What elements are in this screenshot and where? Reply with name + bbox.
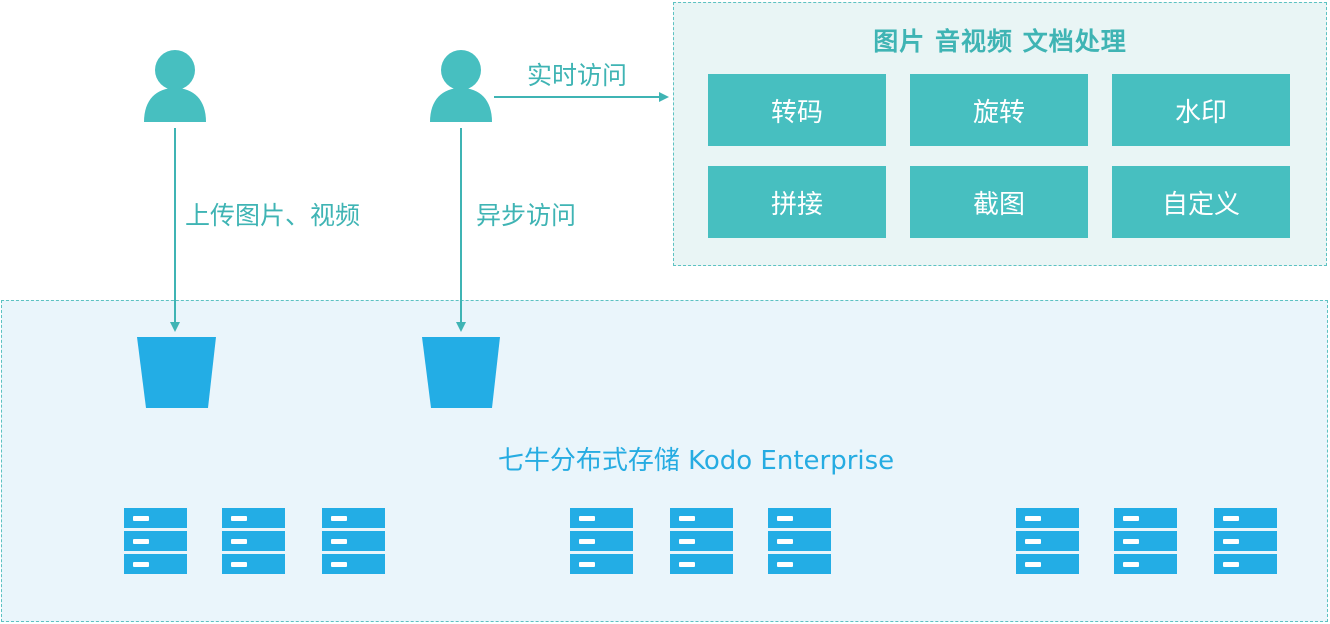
- server-icon: [322, 508, 385, 577]
- server-unit: [1016, 554, 1079, 574]
- server-unit: [222, 554, 285, 574]
- server-slot: [679, 539, 695, 544]
- server-unit: [768, 508, 831, 528]
- server-slot: [777, 539, 793, 544]
- server-unit: [222, 508, 285, 528]
- server-slot: [579, 539, 595, 544]
- server-unit: [322, 554, 385, 574]
- upload-label: 上传图片、视频: [185, 201, 361, 230]
- server-slot: [1025, 562, 1041, 567]
- op-stitch: 拼接: [708, 166, 886, 238]
- server-slot: [1123, 516, 1139, 521]
- user-icon: [430, 50, 492, 122]
- server-slot: [231, 516, 247, 521]
- bucket-icon: [422, 337, 500, 408]
- server-icon: [124, 508, 187, 577]
- processing-title: 图片 音视频 文档处理: [873, 27, 1127, 56]
- server-slot: [1025, 516, 1041, 521]
- server-unit: [768, 554, 831, 574]
- server-unit: [1214, 508, 1277, 528]
- server-unit: [670, 554, 733, 574]
- server-icon: [1214, 508, 1277, 577]
- server-icon: [670, 508, 733, 577]
- server-unit: [124, 531, 187, 551]
- server-slot: [777, 562, 793, 567]
- server-unit: [768, 531, 831, 551]
- server-slot: [331, 516, 347, 521]
- server-slot: [1223, 516, 1239, 521]
- storage-title: 七牛分布式存储 Kodo Enterprise: [497, 446, 895, 476]
- server-icon: [1016, 508, 1079, 577]
- server-slot: [133, 516, 149, 521]
- server-slot: [133, 539, 149, 544]
- op-rotate: 旋转: [910, 74, 1088, 146]
- server-unit: [124, 554, 187, 574]
- server-slot: [579, 516, 595, 521]
- server-unit: [1214, 531, 1277, 551]
- server-slot: [331, 539, 347, 544]
- server-slot: [231, 539, 247, 544]
- server-slot: [579, 562, 595, 567]
- op-transcode: 转码: [708, 74, 886, 146]
- server-slot: [231, 562, 247, 567]
- server-unit: [570, 531, 633, 551]
- server-unit: [670, 531, 733, 551]
- server-unit: [322, 531, 385, 551]
- server-slot: [133, 562, 149, 567]
- server-slot: [1223, 539, 1239, 544]
- server-unit: [570, 508, 633, 528]
- server-unit: [1114, 508, 1177, 528]
- server-unit: [570, 554, 633, 574]
- server-slot: [679, 516, 695, 521]
- server-icon: [570, 508, 633, 577]
- async-label: 异步访问: [476, 201, 577, 230]
- server-icon: [1114, 508, 1177, 577]
- server-slot: [1025, 539, 1041, 544]
- server-unit: [1214, 554, 1277, 574]
- server-unit: [1114, 554, 1177, 574]
- server-unit: [1016, 531, 1079, 551]
- server-unit: [670, 508, 733, 528]
- server-icon: [222, 508, 285, 577]
- server-slot: [679, 562, 695, 567]
- server-slot: [1223, 562, 1239, 567]
- server-slot: [777, 516, 793, 521]
- server-slot: [1123, 562, 1139, 567]
- realtime-label: 实时访问: [527, 61, 628, 90]
- op-watermark: 水印: [1112, 74, 1290, 146]
- server-unit: [322, 508, 385, 528]
- server-unit: [222, 531, 285, 551]
- op-screenshot: 截图: [910, 166, 1088, 238]
- server-icon: [768, 508, 831, 577]
- server-slot: [331, 562, 347, 567]
- server-unit: [124, 508, 187, 528]
- op-custom: 自定义: [1112, 166, 1290, 238]
- bucket-icon: [137, 337, 216, 408]
- user-icon: [144, 50, 206, 122]
- server-unit: [1016, 508, 1079, 528]
- server-unit: [1114, 531, 1177, 551]
- server-slot: [1123, 539, 1139, 544]
